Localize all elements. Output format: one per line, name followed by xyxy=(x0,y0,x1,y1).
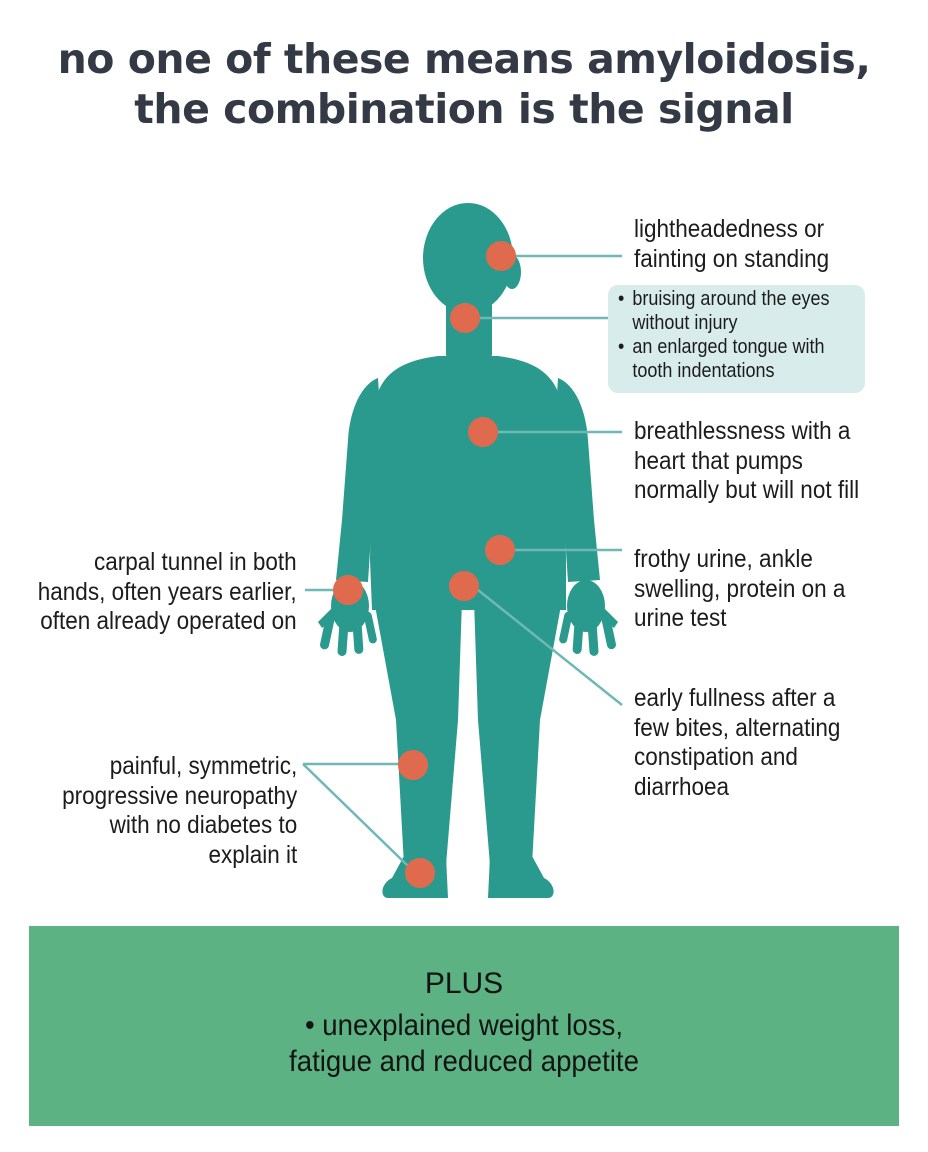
plus-box: PLUS • unexplained weight loss, fatigue … xyxy=(29,926,899,1126)
label-line: explain it xyxy=(208,840,297,869)
label-line: early fullness after a xyxy=(634,684,836,712)
body-diagram xyxy=(302,203,623,898)
label-line: lightheadedness or xyxy=(634,215,825,243)
marker-chest xyxy=(468,417,498,447)
plus-item: • unexplained weight loss, fatigue and r… xyxy=(64,1008,864,1080)
symptom-label-nerves: painful, symmetric, progressive neuropat… xyxy=(62,752,297,870)
leg-left-shape xyxy=(374,600,462,865)
face-symptom-tongue: an enlarged tongue with tooth indentatio… xyxy=(618,335,830,383)
plus-item-line: • unexplained weight loss, xyxy=(304,1009,624,1042)
plus-title: PLUS xyxy=(424,967,504,1000)
label-line: often already operated on xyxy=(40,607,297,635)
label-line: heart that pumps xyxy=(634,446,803,475)
label-line: few bites, alternating xyxy=(634,713,841,742)
label-line: urine test xyxy=(634,604,727,632)
face-symptom-list: bruising around the eyes without injury … xyxy=(618,287,830,383)
label-line: breathlessness with a xyxy=(634,417,851,445)
bullet-line: tooth indentations xyxy=(632,360,775,382)
marker-gut xyxy=(449,571,479,601)
symptom-label-head: lightheadedness or fainting on standing xyxy=(634,215,829,274)
marker-foot xyxy=(405,858,435,888)
bullet-line: an enlarged tongue with xyxy=(632,336,825,358)
plus-item-line: fatigue and reduced appetite xyxy=(289,1045,639,1078)
label-line: carpal tunnel in both xyxy=(94,548,297,576)
label-line: painful, symmetric, xyxy=(109,752,297,780)
label-line: with no diabetes to xyxy=(109,811,297,839)
marker-wrist xyxy=(333,575,363,605)
label-line: frothy urine, ankle xyxy=(634,545,813,573)
marker-knee xyxy=(398,750,428,780)
marker-kidney xyxy=(485,535,515,565)
symptom-label-wrist: carpal tunnel in both hands, often years… xyxy=(38,548,297,637)
page-title: no one of these means amyloidosis, the c… xyxy=(0,34,928,134)
symptom-label-gut: early fullness after a few bites, altern… xyxy=(634,684,840,802)
head-shape xyxy=(423,203,513,313)
label-line: hands, often years earlier, xyxy=(38,577,297,606)
label-line: fainting on standing xyxy=(634,244,830,273)
arm-left-shape xyxy=(336,378,382,582)
title-line-1: no one of these means amyloidosis, xyxy=(57,35,871,83)
title-line-2: the combination is the signal xyxy=(134,85,794,133)
symptom-label-kidney: frothy urine, ankle swelling, protein on… xyxy=(634,545,845,634)
body-silhouette xyxy=(318,203,618,898)
marker-face xyxy=(450,303,480,333)
label-line: swelling, protein on a xyxy=(634,574,846,603)
hand-right-shape xyxy=(559,580,618,656)
bullet-line: without injury xyxy=(632,312,738,334)
label-line: constipation and xyxy=(634,743,798,771)
label-line: normally but will not fill xyxy=(634,476,860,504)
foot-right-shape xyxy=(488,856,554,898)
label-line: progressive neuropathy xyxy=(61,781,297,810)
marker-head xyxy=(486,241,516,271)
torso-shape xyxy=(370,356,566,610)
bullet-line: bruising around the eyes xyxy=(632,288,830,310)
symptom-label-chest: breathlessness with a heart that pumps n… xyxy=(634,417,859,506)
face-symptom-bruising: bruising around the eyes without injury xyxy=(618,287,830,335)
connector-nerve-foot xyxy=(302,763,409,867)
leg-right-shape xyxy=(474,600,562,865)
arm-right-shape xyxy=(554,378,600,582)
connector-gut xyxy=(477,589,623,706)
connector-lines xyxy=(302,254,623,867)
label-line: diarrhoea xyxy=(634,772,730,801)
symptom-markers xyxy=(333,241,516,888)
